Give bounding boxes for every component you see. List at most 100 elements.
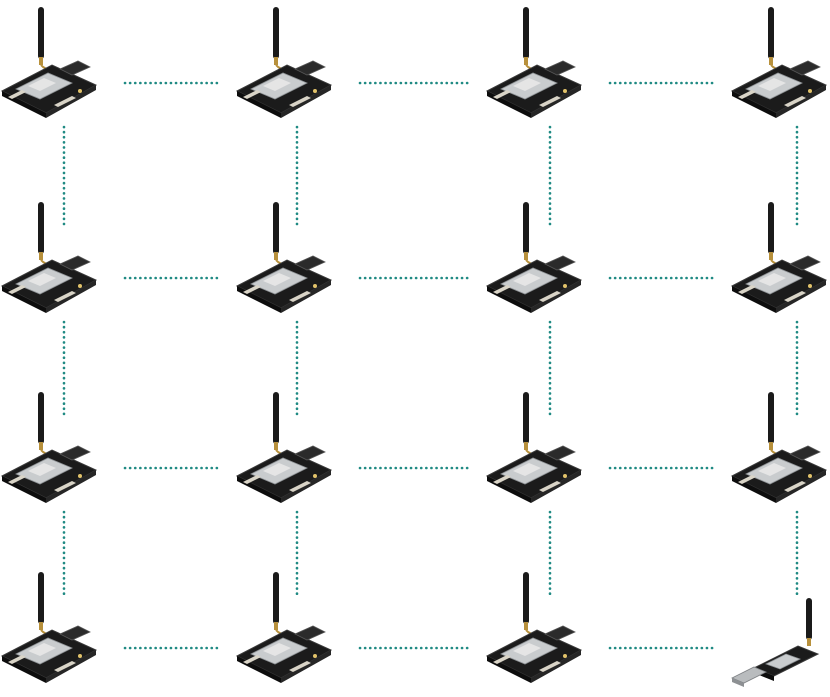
board-chip [59,60,91,76]
antenna-connector [274,252,278,260]
pin-header [539,481,561,492]
board-chip [59,625,91,641]
led-indicator [563,654,567,658]
board-chip [294,445,326,461]
pin-header [243,655,261,664]
led-indicator [808,474,812,478]
antenna-connector [39,442,43,450]
board-side-right [281,85,331,118]
module-label-sticker [263,78,291,91]
pin-header [8,475,26,484]
led-indicator [563,89,567,93]
nodes-layer [0,7,828,687]
antenna-icon [273,7,279,59]
board-chip [544,60,576,76]
usb-plug [731,666,767,684]
antenna-icon [273,202,279,254]
module-label-sticker [513,78,541,91]
pin-header [8,285,26,294]
radio-node-r4-c3 [485,572,583,683]
pin-header [289,661,311,672]
module-label-sticker [28,78,56,91]
pin-header [243,475,261,484]
antenna-connector [274,442,278,450]
module-label-sticker [28,273,56,286]
usb-gateway-node [731,598,820,687]
antenna-connector [274,57,278,65]
antenna-connector [769,57,773,65]
antenna-icon [273,572,279,624]
pin-header [54,481,76,492]
radio-node-r1-c3 [485,7,583,118]
led-indicator [78,89,82,93]
pin-header [289,96,311,107]
led-indicator [313,654,317,658]
board-chip [789,255,821,271]
module-label-sticker [263,273,291,286]
module-label-sticker [758,78,786,91]
antenna-connector [524,57,528,65]
antenna-icon [806,598,812,640]
pin-header [784,481,806,492]
module-label-sticker [263,643,291,656]
pin-header [539,96,561,107]
radio-node-r2-c3 [485,202,583,313]
led-indicator [78,474,82,478]
pin-header [54,291,76,302]
antenna-connector [769,252,773,260]
board-chip [294,60,326,76]
antenna-icon [523,392,529,444]
radio-node-r3-c2 [235,392,333,503]
antenna-icon [273,392,279,444]
pin-header [784,96,806,107]
antenna-icon [38,572,44,624]
board-side-right [776,280,826,313]
radio-node-r2-c2 [235,202,333,313]
board-chip [544,625,576,641]
antenna-connector [769,442,773,450]
board-chip [59,255,91,271]
antenna-connector [39,57,43,65]
radio-node-r2-c1 [0,202,98,313]
radio-node-r1-c4 [730,7,828,118]
radio-node-r1-c2 [235,7,333,118]
antenna-connector [39,622,43,630]
led-indicator [808,284,812,288]
led-indicator [563,474,567,478]
pin-header [8,90,26,99]
module-label-sticker [513,273,541,286]
board-chip [789,445,821,461]
antenna-connector [39,252,43,260]
pin-header [738,90,756,99]
board-side-right [531,470,581,503]
module-label-sticker [758,463,786,476]
radio-node-r3-c3 [485,392,583,503]
pin-header [493,285,511,294]
led-indicator [313,474,317,478]
module-label-sticker [28,643,56,656]
antenna-icon [523,7,529,59]
antenna-icon [38,7,44,59]
module-label-sticker [758,273,786,286]
pin-header [493,475,511,484]
board-side-right [281,470,331,503]
pin-header [738,475,756,484]
led-indicator [78,654,82,658]
pin-header [243,285,261,294]
links-layer [62,81,799,650]
antenna-icon [38,392,44,444]
pin-header [289,291,311,302]
led-indicator [313,284,317,288]
board-side-right [531,280,581,313]
antenna-connector [807,638,811,646]
radio-node-r4-c2 [235,572,333,683]
antenna-connector [524,622,528,630]
usb-plug-side [732,678,744,687]
radio-node-r2-c4 [730,202,828,313]
pin-header [54,661,76,672]
antenna-icon [768,392,774,444]
pin-header [539,291,561,302]
antenna-icon [523,202,529,254]
pin-header [738,285,756,294]
